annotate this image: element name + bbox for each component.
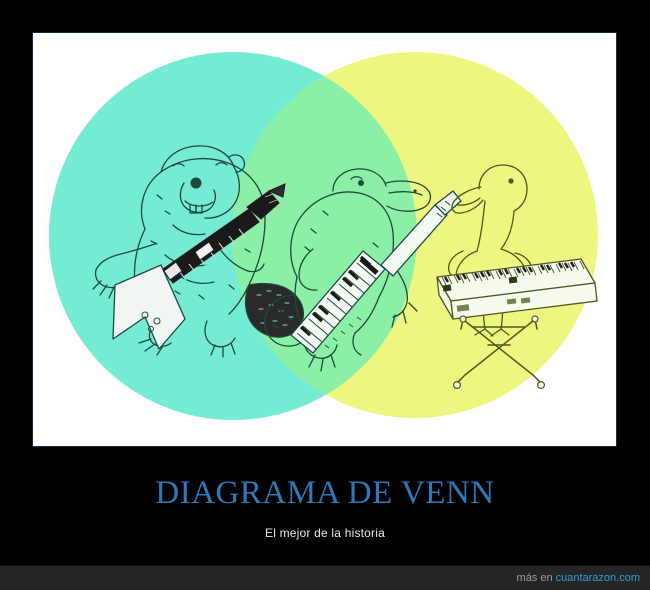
page-title: DIAGRAMA DE VENN	[155, 475, 495, 511]
page-subtitle: El mejor de la historia	[265, 526, 385, 540]
venn-diagram	[33, 33, 616, 446]
poster-caption: DIAGRAMA DE VENN El mejor de la historia	[0, 452, 650, 541]
drawing-flying-v-guitar	[112, 183, 286, 350]
footer-prefix: más en	[516, 572, 553, 584]
drawing-beaver-guitarist	[92, 145, 304, 358]
drawing-keytar	[290, 190, 462, 354]
drawing-keyboard	[436, 258, 598, 390]
footer-site-link[interactable]: cuantarazon.com	[555, 572, 640, 584]
poster-image-frame	[32, 32, 617, 447]
